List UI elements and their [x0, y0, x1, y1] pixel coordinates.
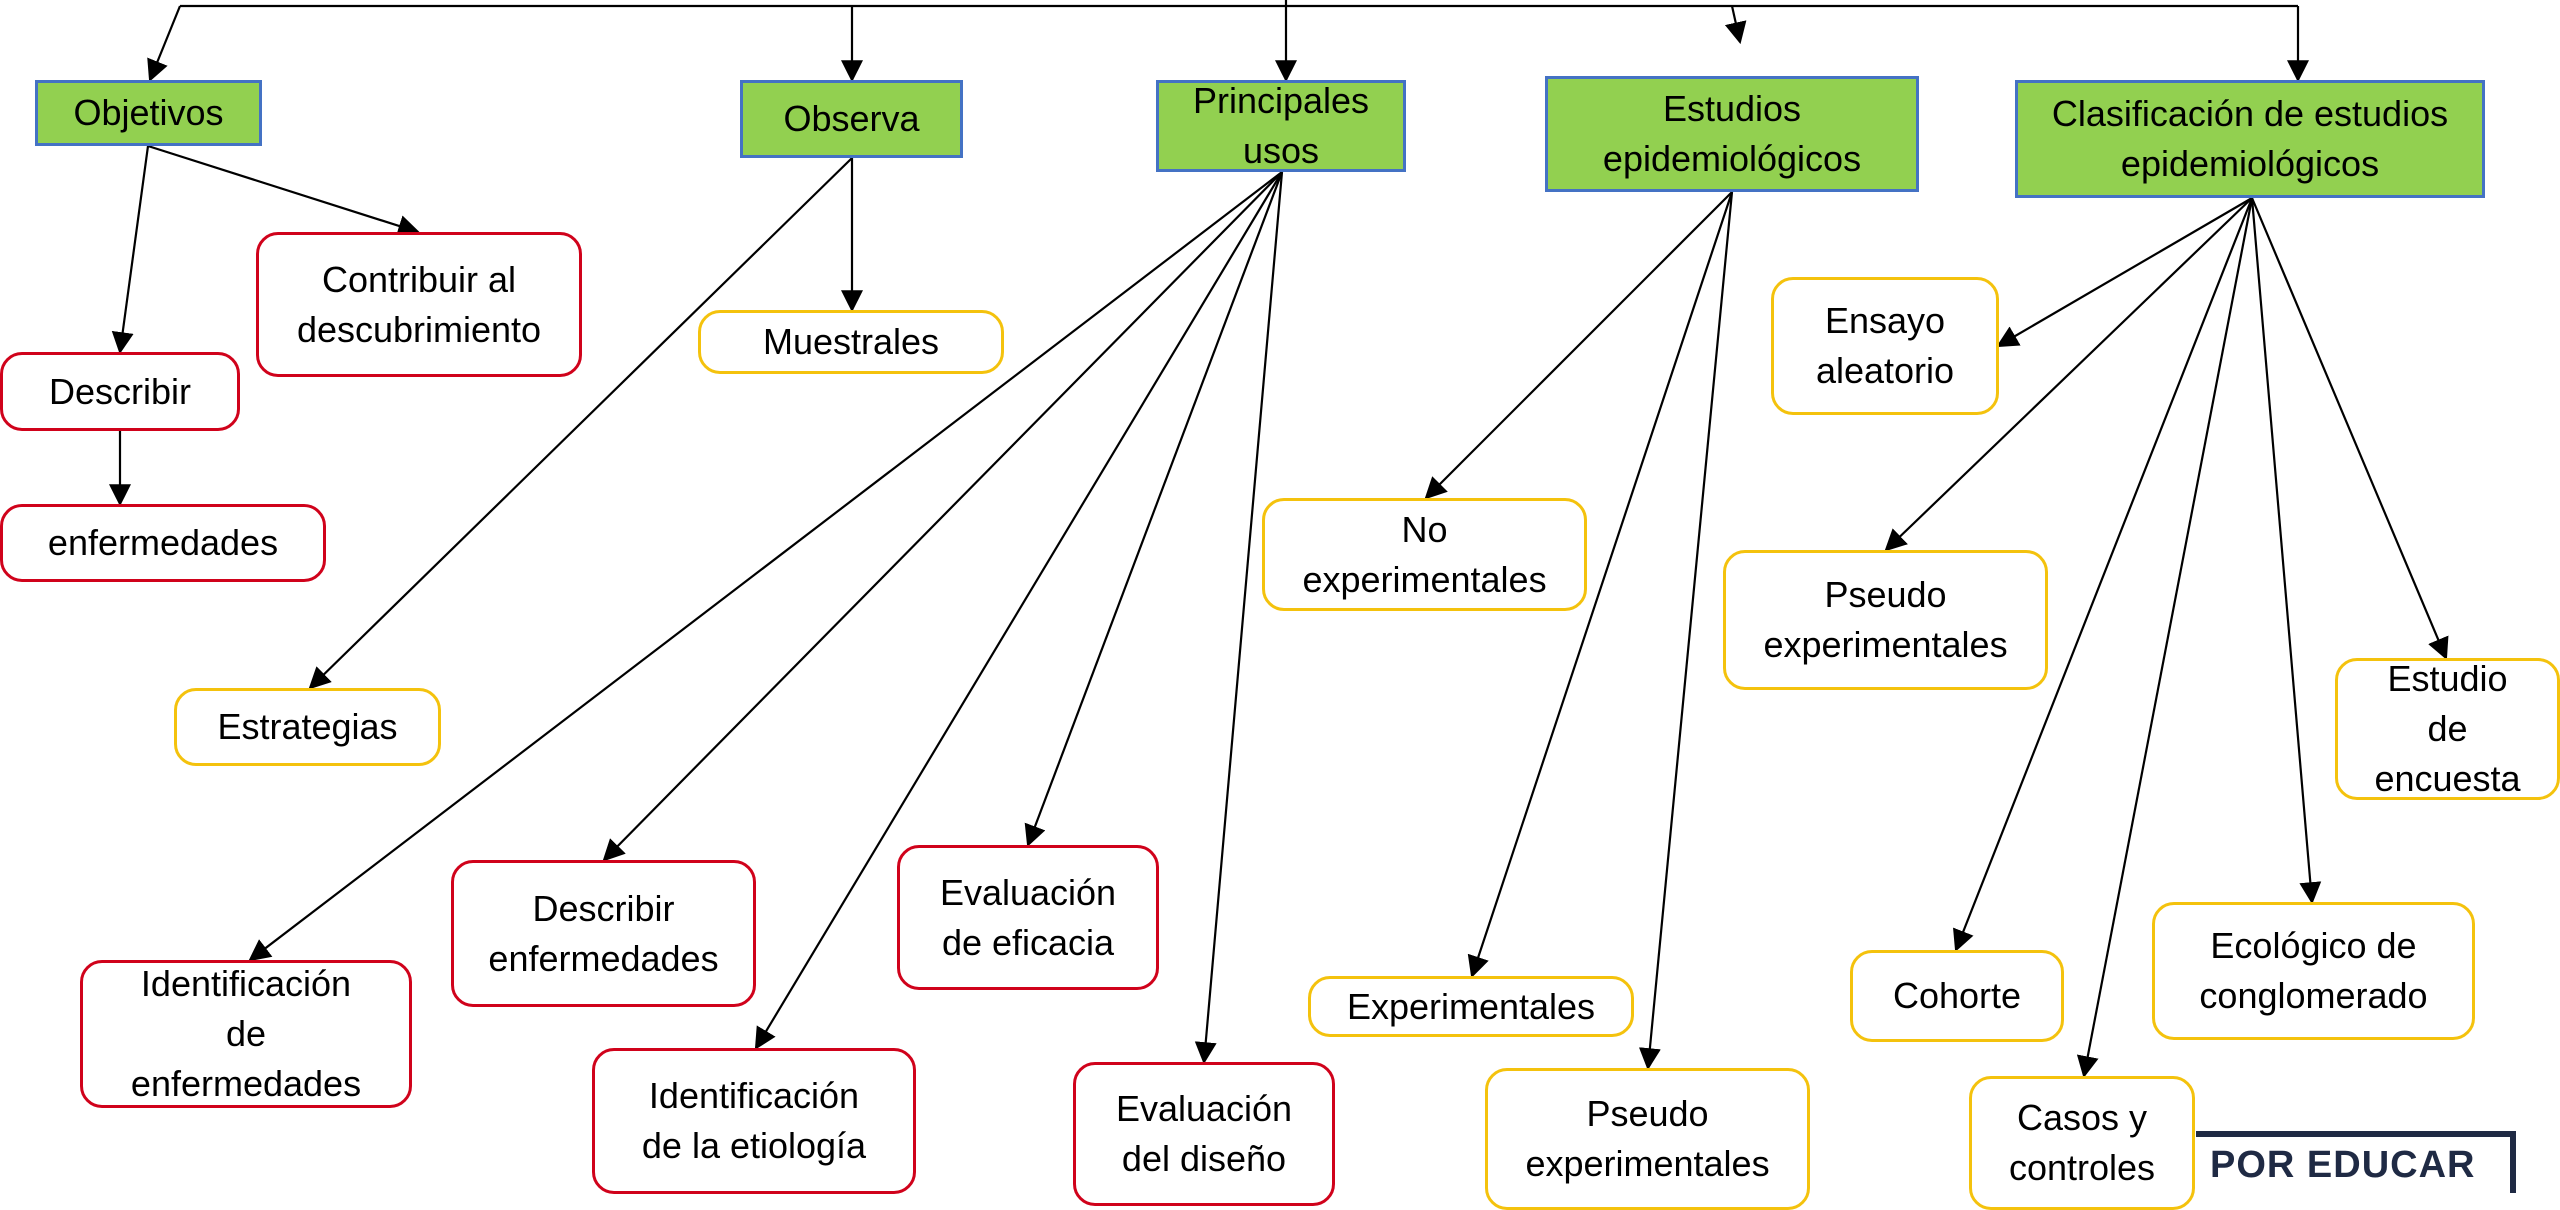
node-identificacion-enfermedades: Identificación de enfermedades	[80, 960, 412, 1108]
arrow-estudios-exp	[1467, 191, 1734, 979]
arrow-objetivos-describir	[111, 145, 150, 355]
arrow-usos-etiologia	[754, 171, 1283, 1050]
node-estudio-encuesta: Estudio de encuesta	[2335, 658, 2560, 800]
node-evaluacion-diseno: Evaluación del diseño	[1073, 1062, 1335, 1206]
arrow-clas-ensayo	[1996, 197, 2253, 348]
arrow-usos-eficacia	[1024, 171, 1284, 848]
arrow-usos-identificacion	[248, 171, 1283, 962]
node-experimentales: Experimentales	[1308, 976, 1634, 1037]
arrow-clas-pseudo	[1884, 197, 2253, 552]
node-objetivos: Objetivos	[35, 80, 262, 146]
arrow-clas-encuesta	[2250, 197, 2449, 661]
node-casos-controles: Casos y controles	[1969, 1076, 2195, 1210]
node-estudios-epidemiologicos: Estudios epidemiológicos	[1545, 76, 1919, 192]
arrow-clas-ecologico	[2250, 197, 2322, 905]
node-cohorte: Cohorte	[1850, 950, 2064, 1042]
node-observa: Observa	[740, 80, 963, 158]
arrow-top-estudios	[1724, 5, 1747, 45]
node-pseudo-experimentales-1: Pseudo experimentales	[1485, 1068, 1810, 1210]
node-identificacion-etiologia: Identificación de la etiología	[592, 1048, 916, 1194]
node-enfermedades: enfermedades	[0, 504, 326, 582]
arrow-objetivos-contribuir	[147, 144, 421, 237]
watermark-logo: POR EDUCAR	[2196, 1131, 2516, 1193]
arrow-usos-diseno	[1194, 171, 1284, 1065]
node-no-experimentales: No experimentales	[1262, 498, 1587, 611]
node-contribuir: Contribuir al descubrimiento	[256, 232, 582, 377]
node-describir: Describir	[0, 352, 240, 431]
node-pseudo-experimentales-2: Pseudo experimentales	[1723, 550, 2048, 690]
arrow-clas-casos	[2076, 197, 2254, 1079]
node-estrategias: Estrategias	[174, 688, 441, 766]
arrow-estudios-no-exp	[1424, 191, 1733, 500]
node-describir-enfermedades: Describir enfermedades	[451, 860, 756, 1007]
node-muestrales: Muestrales	[698, 310, 1004, 374]
arrow-usos-describir	[602, 171, 1283, 862]
arrow-observa-estrategias	[308, 157, 853, 690]
node-principales-usos: Principales usos	[1156, 80, 1406, 172]
node-evaluacion-eficacia: Evaluación de eficacia	[897, 845, 1159, 990]
node-ensayo-aleatorio: Ensayo aleatorio	[1771, 277, 1999, 415]
arrow-top-objetivos	[147, 5, 182, 83]
node-ecologico: Ecológico de conglomerado	[2152, 902, 2475, 1040]
node-clasificacion: Clasificación de estudios epidemiológico…	[2015, 80, 2485, 198]
arrow-clas-cohorte	[1953, 197, 2254, 953]
arrow-estudios-pseudo	[1638, 191, 1734, 1071]
